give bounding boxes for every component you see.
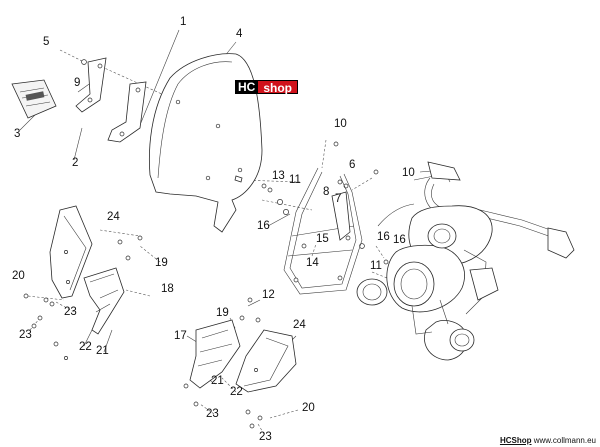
logo-shop: shop [258,80,299,95]
callout-label-19: 19 [216,307,229,319]
footer-url: www.collmann.eu [533,436,596,445]
callout-label-16: 16 [377,231,390,243]
side-panel-part-24-left [49,205,93,299]
callout-label-23: 23 [206,408,219,420]
callout-label-17: 17 [174,330,187,342]
callout-label-10: 10 [402,167,415,179]
callout-label-16: 16 [393,234,406,246]
callout-label-9: 9 [74,77,80,89]
callout-label-12: 12 [262,289,275,301]
windscreen-part-4 [148,53,263,233]
callout-label-22: 22 [79,341,92,353]
callout-label-7: 7 [335,193,341,205]
callout-label-24: 24 [293,319,306,331]
handlebar-headlight-assembly [356,161,575,361]
callout-label-23: 23 [64,306,77,318]
callout-label-21: 21 [211,375,224,387]
callout-label-15: 15 [316,233,329,245]
side-bracket-part-2 [107,81,147,143]
callout-label-14: 14 [306,257,319,269]
callout-label-18: 18 [161,283,174,295]
footer-credit: HCShop www.collmann.eu [500,436,596,445]
callout-label-5: 5 [43,36,49,48]
callout-label-11: 11 [370,260,382,272]
callout-label-2: 2 [72,157,78,169]
hcshop-logo: HC shop [235,80,299,95]
callout-label-21: 21 [96,345,109,357]
callout-label-23: 23 [19,329,32,341]
hardware-bolts [23,59,389,429]
callout-label-11: 11 [289,174,301,186]
decal-part-3 [11,79,57,119]
inner-bracket-part-17 [189,319,241,389]
callout-label-20: 20 [12,270,25,282]
side-bracket-part-9 [75,57,107,113]
callout-label-13: 13 [272,170,285,182]
callout-label-8: 8 [323,186,329,198]
callout-label-3: 3 [14,128,20,140]
callout-label-22: 22 [230,386,243,398]
footer-brand: HCShop [499,436,532,445]
callout-label-23: 23 [259,431,272,443]
logo-hc: HC [235,80,259,94]
callout-label-1: 1 [180,16,186,28]
side-panel-part-24-right [235,329,297,393]
callout-label-10: 10 [334,118,347,130]
callout-label-4: 4 [236,28,243,40]
callout-label-19: 19 [155,257,168,269]
callout-label-6: 6 [349,159,355,171]
callout-label-16: 16 [257,220,270,232]
callout-label-20: 20 [302,402,315,414]
inner-bracket-part-18 [83,267,125,335]
mounting-frame [283,167,363,295]
callout-label-24: 24 [107,211,120,223]
